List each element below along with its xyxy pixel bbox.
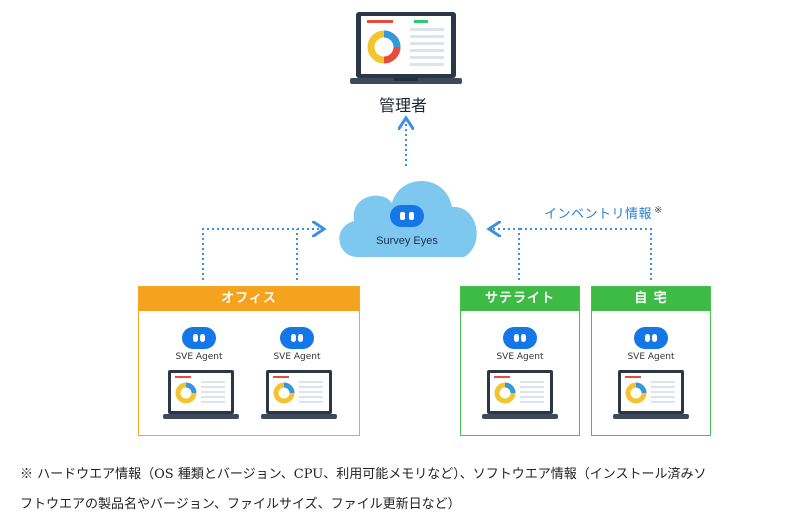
inventory-label: インベントリ情報※ (544, 203, 663, 222)
group-home-title: 自 宅 (592, 287, 710, 311)
group-home: 自 宅 SVE Agent (591, 286, 711, 436)
admin-laptop-icon (350, 12, 462, 84)
home-agent: SVE Agent (601, 327, 701, 362)
footnote: ※ ハードウエア情報（OS 種類とバージョン、CPU、利用可能メモリなど）、ソフ… (20, 460, 790, 520)
agent-label: SVE Agent (175, 352, 223, 362)
satellite-agent: SVE Agent (470, 327, 570, 362)
office-agent-2: SVE Agent (247, 327, 347, 362)
laptop-icon (613, 370, 689, 419)
cloud-icon: Survey Eyes (339, 180, 477, 257)
laptop-icon (163, 370, 239, 419)
robot-agent-icon (182, 327, 216, 349)
cloud-label: Survey Eyes (376, 235, 438, 247)
inventory-note-mark: ※ (654, 204, 663, 216)
robot-agent-icon (634, 327, 668, 349)
robot-agent-icon (280, 327, 314, 349)
group-satellite: サテライト SVE Agent (460, 286, 580, 436)
admin-label: 管理者 (378, 96, 427, 115)
laptop-icon (261, 370, 337, 419)
group-office: オフィス SVE Agent SVE Agent (138, 286, 360, 436)
inventory-label-text: インベントリ情報 (544, 207, 653, 222)
office-agent-1: SVE Agent (149, 327, 249, 362)
agent-label: SVE Agent (627, 352, 675, 362)
group-office-title: オフィス (139, 287, 359, 311)
agent-label: SVE Agent (273, 352, 321, 362)
footnote-line-1: ※ ハードウエア情報（OS 種類とバージョン、CPU、利用可能メモリなど）、ソフ… (20, 467, 707, 482)
footnote-line-2: フトウエアの製品名やバージョン、ファイルサイズ、ファイル更新日など） (20, 497, 461, 512)
laptop-icon (482, 370, 558, 419)
robot-agent-icon (503, 327, 537, 349)
group-satellite-title: サテライト (461, 287, 579, 311)
agent-label: SVE Agent (496, 352, 544, 362)
